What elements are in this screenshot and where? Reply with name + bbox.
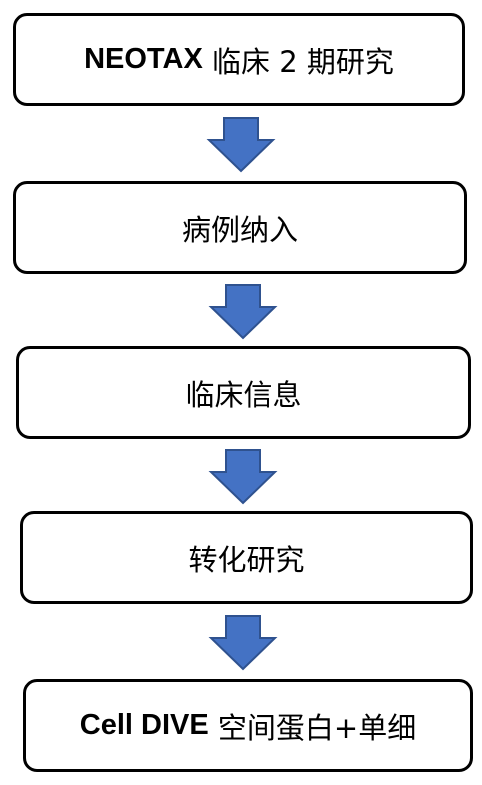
down-arrow-icon: [208, 284, 278, 340]
down-arrow-icon: [208, 615, 278, 671]
flow-step-cell-dive: Cell DIVE 空间蛋白+单细: [23, 679, 473, 772]
flow-step-label: 病例纳入: [181, 212, 298, 247]
flow-step-neotax-trial: NEOTAX 临床 2 期研究: [13, 13, 465, 106]
down-arrow-icon: [206, 117, 276, 173]
flow-step-label: 临床 2 期研究: [202, 44, 394, 79]
flow-step-clinical-info: 临床信息: [16, 346, 471, 439]
flow-step-label: 空间蛋白+单细: [208, 710, 417, 745]
flow-step-label: 临床信息: [185, 377, 302, 412]
down-arrow-icon: [208, 449, 278, 505]
flow-step-case-enrollment: 病例纳入: [13, 181, 467, 274]
flow-step-label-latin: NEOTAX: [84, 43, 203, 75]
flow-step-label: 转化研究: [188, 542, 305, 577]
flow-step-translational-research: 转化研究: [20, 511, 473, 604]
flow-step-label-latin: Cell DIVE: [79, 709, 209, 741]
